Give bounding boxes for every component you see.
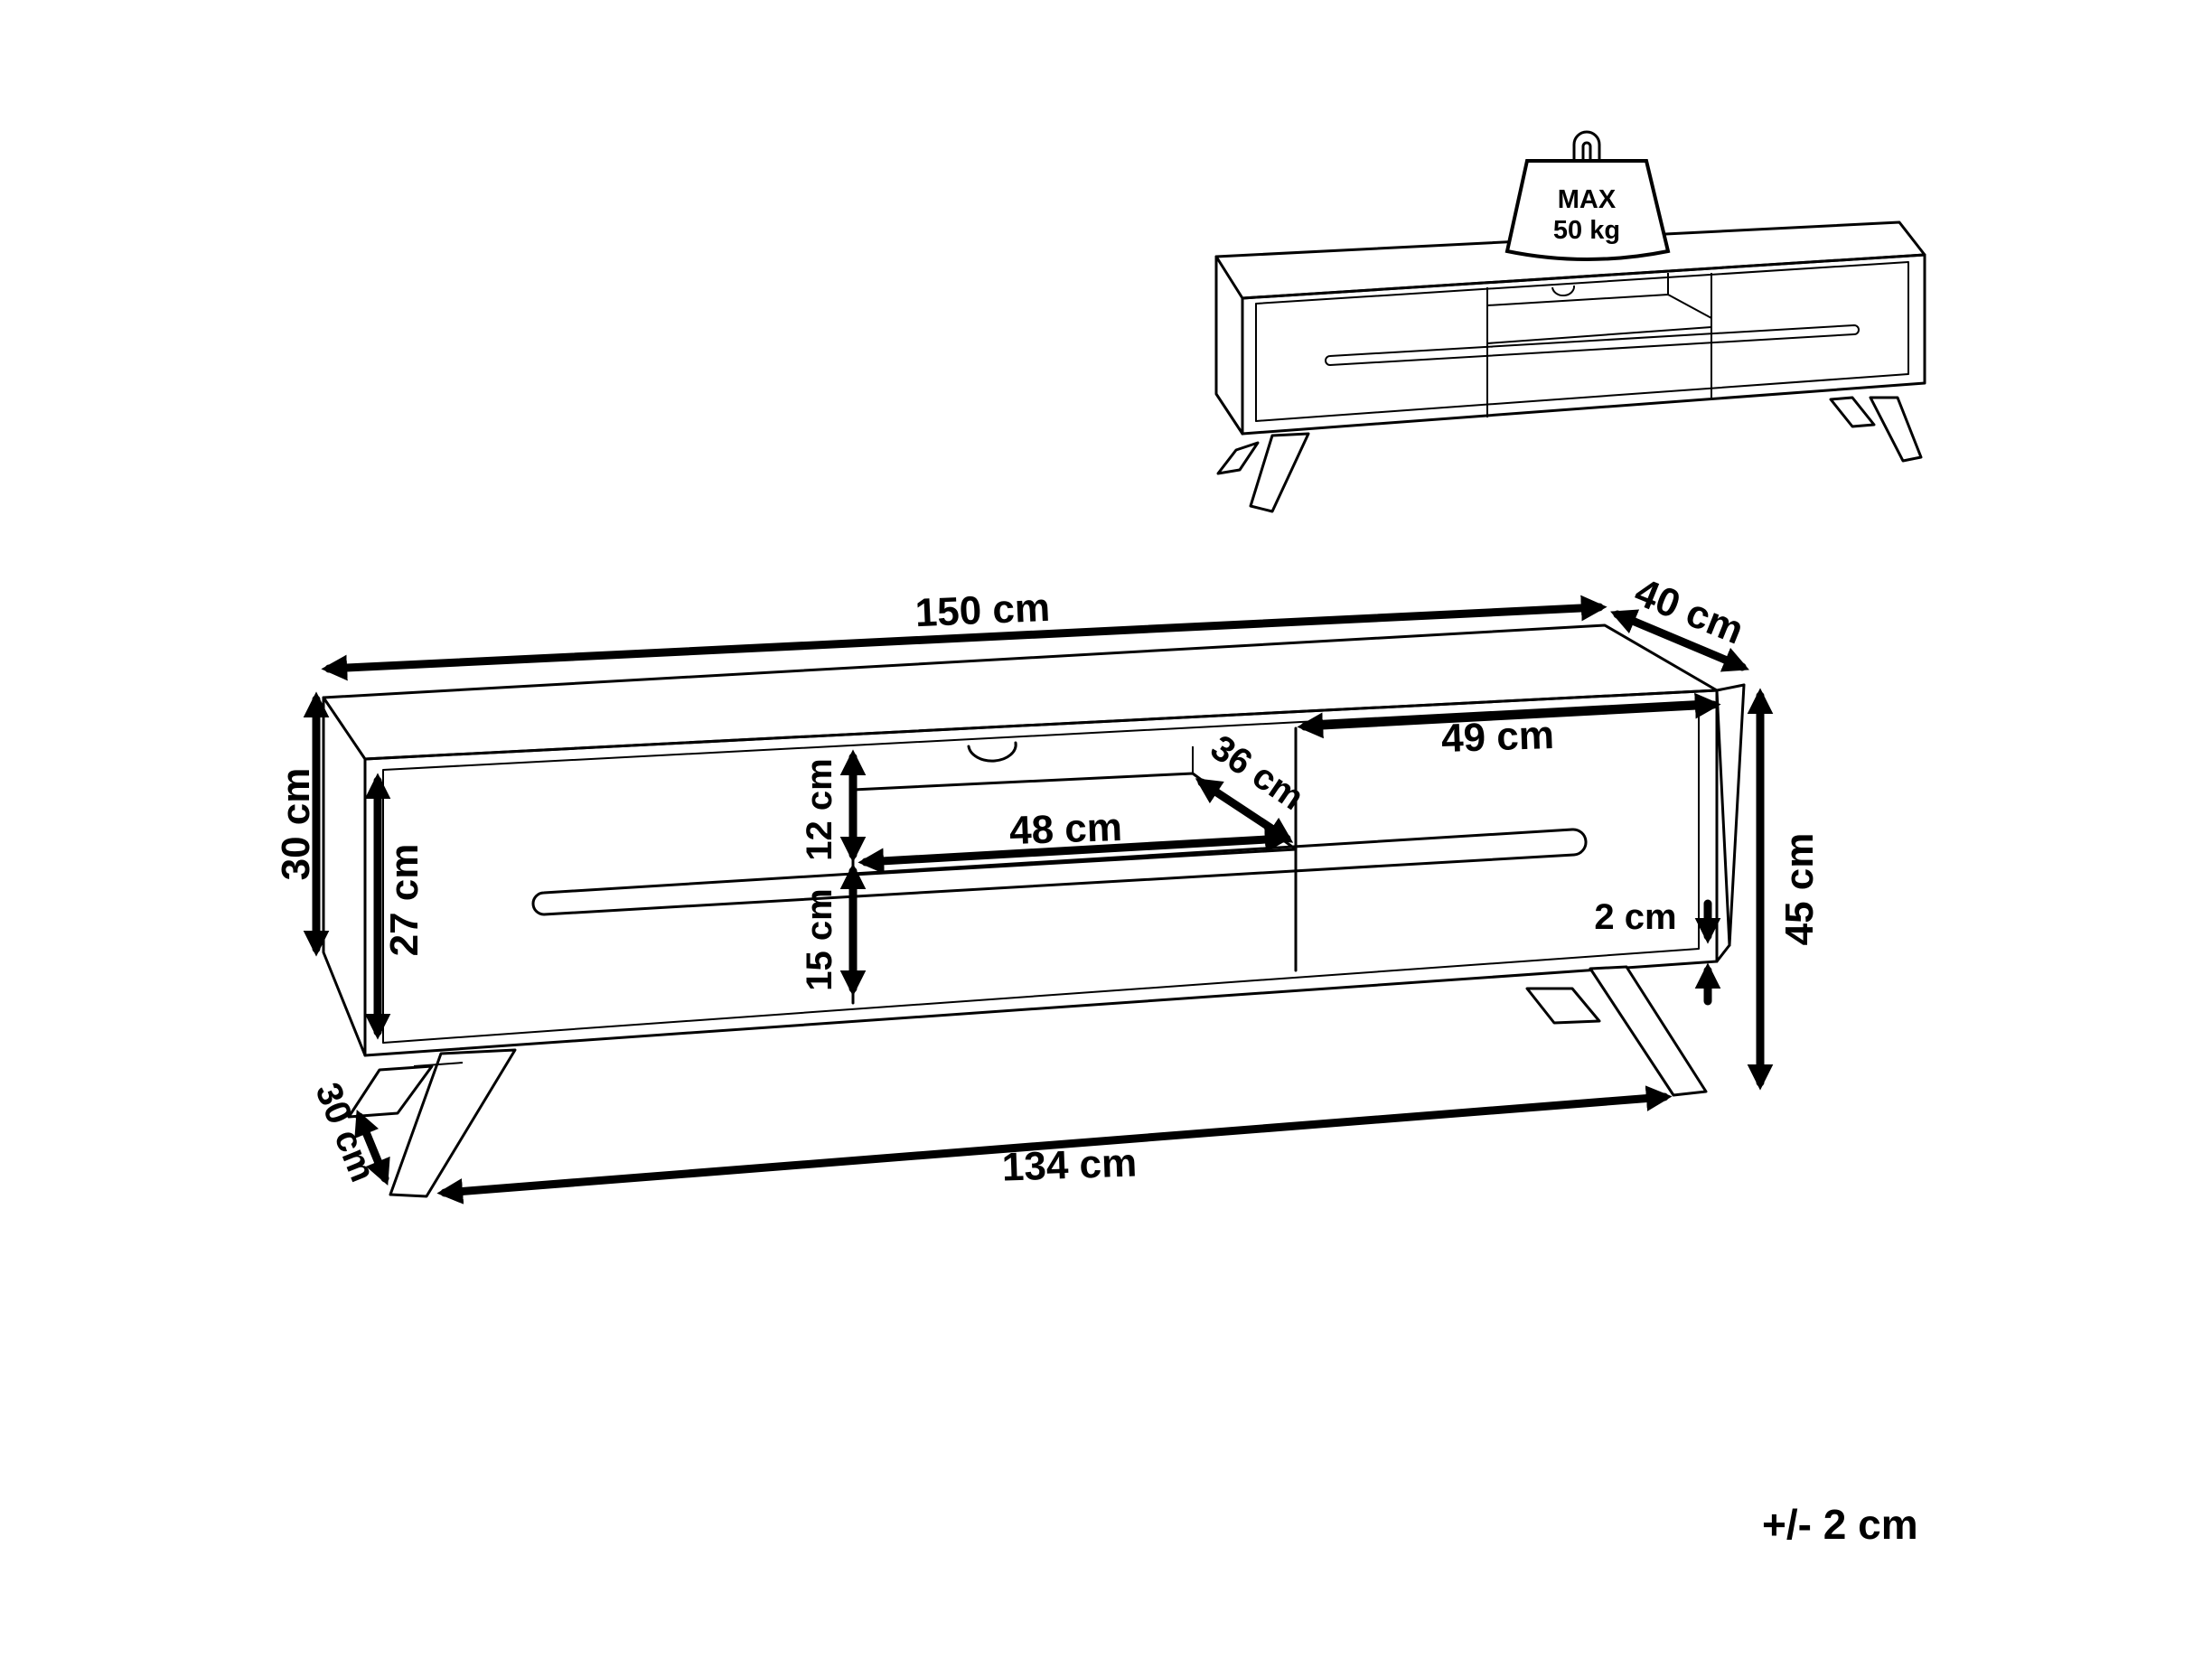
dimension-lines — [303, 595, 1774, 1204]
weight-body — [1504, 159, 1671, 261]
cable-hole — [967, 741, 1017, 763]
arrow-leg-span — [436, 1085, 1673, 1204]
max-load-weight-icon: MAX 50 kg — [1504, 130, 1671, 261]
perspective-door-handle — [1325, 324, 1860, 366]
label-total-height: 45 cm — [1777, 833, 1822, 946]
arrow-door-width — [1297, 692, 1721, 739]
label-shelf-width: 48 cm — [1008, 805, 1122, 853]
door-handle — [531, 828, 1588, 916]
label-door-height: 27 cm — [382, 844, 426, 957]
cabinet-right-edge — [1715, 683, 1746, 963]
perspective-view — [1214, 220, 1926, 513]
perspective-left-side — [1214, 255, 1244, 436]
perspective-front-inset — [1255, 261, 1909, 422]
perspective-leg-back-right — [1829, 396, 1876, 428]
max-load-line2: 50 kg — [1553, 216, 1620, 245]
perspective-front-face — [1241, 253, 1926, 436]
arrow-leg-depth — [354, 1110, 390, 1186]
tolerance-note: +/- 2 cm — [1762, 1501, 1918, 1548]
leg-back-left — [347, 1064, 434, 1119]
label-upper-shelf-height: 12 cm — [800, 758, 839, 860]
label-lower-shelf-height: 15 cm — [800, 888, 839, 990]
arrow-depth — [1610, 609, 1749, 672]
leg-back-right — [1525, 987, 1601, 1025]
label-leg-span: 134 cm — [1001, 1140, 1138, 1189]
label-body-height: 30 cm — [274, 768, 318, 881]
arrow-shelf-width — [858, 826, 1291, 875]
max-load-line1: MAX — [1558, 185, 1617, 214]
perspective-leg-front-left — [1249, 432, 1310, 513]
label-door-width: 49 cm — [1440, 713, 1554, 761]
perspective-leg-front-right — [1869, 396, 1923, 463]
perspective-leg-back-left — [1216, 441, 1260, 475]
arrow-total-width — [321, 595, 1607, 681]
label-total-width: 150 cm — [914, 586, 1051, 635]
label-base-thickness: 2 cm — [1594, 897, 1676, 937]
leg-front-right — [1589, 965, 1708, 1097]
